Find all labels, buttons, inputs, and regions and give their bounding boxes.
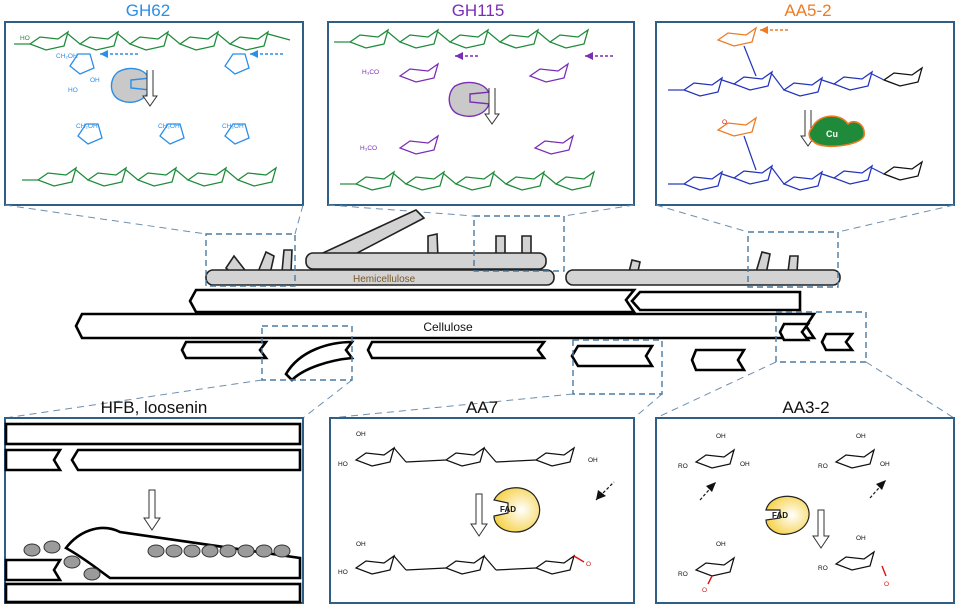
glucoside-right-top: RO OH OH (818, 433, 890, 470)
cellulose-chain-top (668, 67, 923, 97)
svg-text:O: O (586, 561, 591, 568)
reaction-arrow (470, 493, 488, 537)
reaction-arrow (143, 489, 161, 531)
xylan-chain-top (334, 29, 589, 49)
svg-text:CH₂OH: CH₂OH (158, 123, 180, 130)
svg-text:O: O (884, 581, 889, 588)
aa52-panel: AA5-2 Cu O (655, 1, 955, 206)
aa52-title: AA5-2 (784, 1, 831, 20)
aa32-panel: AA3-2 RO OH OH RO OH OH FAD RO OH O (655, 398, 955, 604)
fad-enzyme-aa32 (765, 495, 810, 535)
gh62-panel: GH62 CH₂OH OH HO HO CH₂OH CH₂OH CH₂OH (4, 1, 304, 206)
xylan-chain-bottom (22, 167, 277, 187)
svg-text:OH: OH (856, 535, 866, 542)
hfb-title: HFB, loosenin (101, 398, 208, 417)
aa32-title: AA3-2 (782, 398, 829, 417)
svg-text:OH: OH (856, 433, 866, 440)
gh115-title: GH115 (452, 1, 505, 20)
hfb-proteins (23, 540, 291, 581)
keto-glucoside-right: RO OH O (818, 535, 889, 588)
svg-text:HO: HO (20, 35, 30, 42)
svg-text:OH: OH (356, 431, 366, 438)
gh62-title: GH62 (126, 1, 170, 20)
keto-glucoside-left: RO OH O (678, 541, 735, 594)
gh115-panel: GH115 H₃CO H₃CO (327, 1, 635, 206)
gh62-enzyme (110, 67, 151, 103)
svg-text:H₃CO: H₃CO (360, 145, 377, 152)
svg-text:CH₂OH: CH₂OH (222, 123, 244, 130)
svg-text:OH: OH (716, 433, 726, 440)
cellulose-fibrils: Cellulose (74, 288, 855, 382)
svg-text:RO: RO (678, 463, 688, 470)
svg-text:OH: OH (740, 461, 750, 468)
aa7-title: AA7 (466, 398, 498, 417)
svg-text:HO: HO (68, 87, 78, 94)
cellulose-chain-bottom (668, 161, 923, 191)
zoom-regions (205, 215, 867, 395)
cu-enzyme (808, 115, 865, 148)
svg-text:O: O (702, 587, 707, 594)
svg-text:OH: OH (356, 541, 366, 548)
aa7-panel: AA7 HO OH OH FAD HO (329, 398, 635, 604)
svg-text:RO: RO (678, 571, 688, 578)
svg-text:OH: OH (588, 457, 598, 464)
cu-label: Cu (826, 129, 838, 139)
svg-text:OH: OH (90, 77, 100, 84)
xylan-chain-top (14, 31, 291, 51)
svg-text:O: O (722, 119, 727, 126)
svg-text:OH: OH (880, 461, 890, 468)
svg-text:OH: OH (716, 541, 726, 548)
fad-label: FAD (772, 511, 788, 520)
cellobiose-top: HO OH OH (338, 431, 598, 468)
cellulose-label: Cellulose (423, 320, 473, 334)
svg-text:H₃CO: H₃CO (362, 69, 379, 76)
hfb-panel: HFB, loosenin (4, 398, 304, 604)
svg-text:RO: RO (818, 463, 828, 470)
cellobionolactone-bottom: HO OH O (338, 541, 591, 576)
xylan-chain-bottom (340, 171, 595, 191)
svg-text:HO: HO (338, 569, 348, 576)
svg-text:CH₂OH: CH₂OH (56, 53, 78, 60)
fad-enzyme-aa7 (493, 487, 541, 533)
svg-text:HO: HO (338, 461, 348, 468)
hemicellulose-label: Hemicellulose (353, 274, 416, 285)
hemicellulose-strands: Hemicellulose (205, 209, 841, 286)
fad-label: FAD (500, 505, 516, 514)
reaction-arrow (812, 509, 830, 549)
svg-text:CH₂OH: CH₂OH (76, 123, 98, 130)
lead-lines (4, 204, 955, 419)
gh115-enzyme (448, 81, 491, 117)
svg-text:RO: RO (818, 565, 828, 572)
glucoside-left-top: RO OH OH (678, 433, 750, 470)
